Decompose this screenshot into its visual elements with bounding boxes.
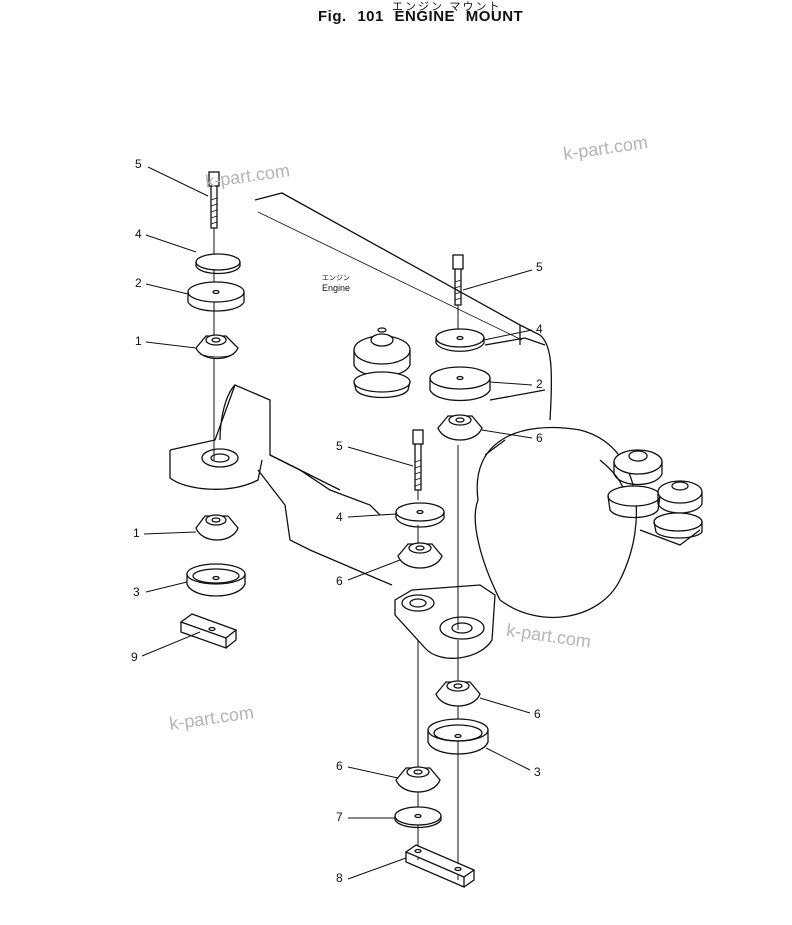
callout-label: 1 <box>133 526 140 540</box>
figure-title: Fig. 101 ENGINE MOUNT <box>318 8 524 25</box>
callout-label: 6 <box>534 707 541 721</box>
engine-label: Engine <box>322 283 351 293</box>
cup-part-3-left <box>186 563 246 597</box>
engine-outline <box>254 192 637 619</box>
callout-label: 6 <box>336 574 343 588</box>
callout-label: 6 <box>336 759 343 773</box>
cushion-part-6-lower-left <box>395 766 441 793</box>
callout-leaders <box>141 166 533 880</box>
assembled-mount-right <box>607 449 703 546</box>
plate-part-2-right <box>429 366 491 402</box>
callout-label: 4 <box>336 510 343 524</box>
cushion-part-1-lower <box>195 514 239 541</box>
block-part-9 <box>179 613 238 649</box>
left-front-bracket <box>169 384 393 586</box>
washer-part-4-left <box>195 253 241 275</box>
cushion-part-6-center <box>397 542 443 569</box>
callout-label: 1 <box>135 334 142 348</box>
callout-label: 3 <box>534 765 541 779</box>
bolt-part-5-upper-right <box>452 254 464 306</box>
cup-part-3-right <box>427 718 489 755</box>
callout-label: 5 <box>536 260 543 274</box>
cushion-part-1-upper <box>195 334 239 360</box>
right-rear-bracket <box>394 584 496 659</box>
callout-label: 2 <box>536 377 543 391</box>
washer-part-4-upper-right <box>435 328 485 352</box>
plate-part-2-left <box>187 281 245 312</box>
assembled-mount-upper <box>353 327 411 399</box>
callout-label: 2 <box>135 276 142 290</box>
washer-part-7 <box>394 806 442 829</box>
callout-label: 8 <box>336 871 343 885</box>
bolt-part-5-left <box>208 171 220 229</box>
cushion-part-6-lower-right <box>435 680 481 707</box>
callout-label: 5 <box>135 157 142 171</box>
bar-part-8 <box>404 844 476 888</box>
engine-label-japanese: エンジン <box>322 274 350 282</box>
callout-label: 4 <box>536 322 543 336</box>
callout-label: 7 <box>336 810 343 824</box>
callout-label: 5 <box>336 439 343 453</box>
callout-label: 6 <box>536 431 543 445</box>
callout-label: 3 <box>133 585 140 599</box>
washer-part-4-center <box>395 502 445 528</box>
callout-label: 4 <box>135 227 142 241</box>
bolt-part-5-center <box>412 429 424 491</box>
callout-label: 9 <box>131 650 138 664</box>
cushion-part-6-upper <box>437 414 483 441</box>
figure-title-japanese: エンジン マウント <box>392 0 502 13</box>
